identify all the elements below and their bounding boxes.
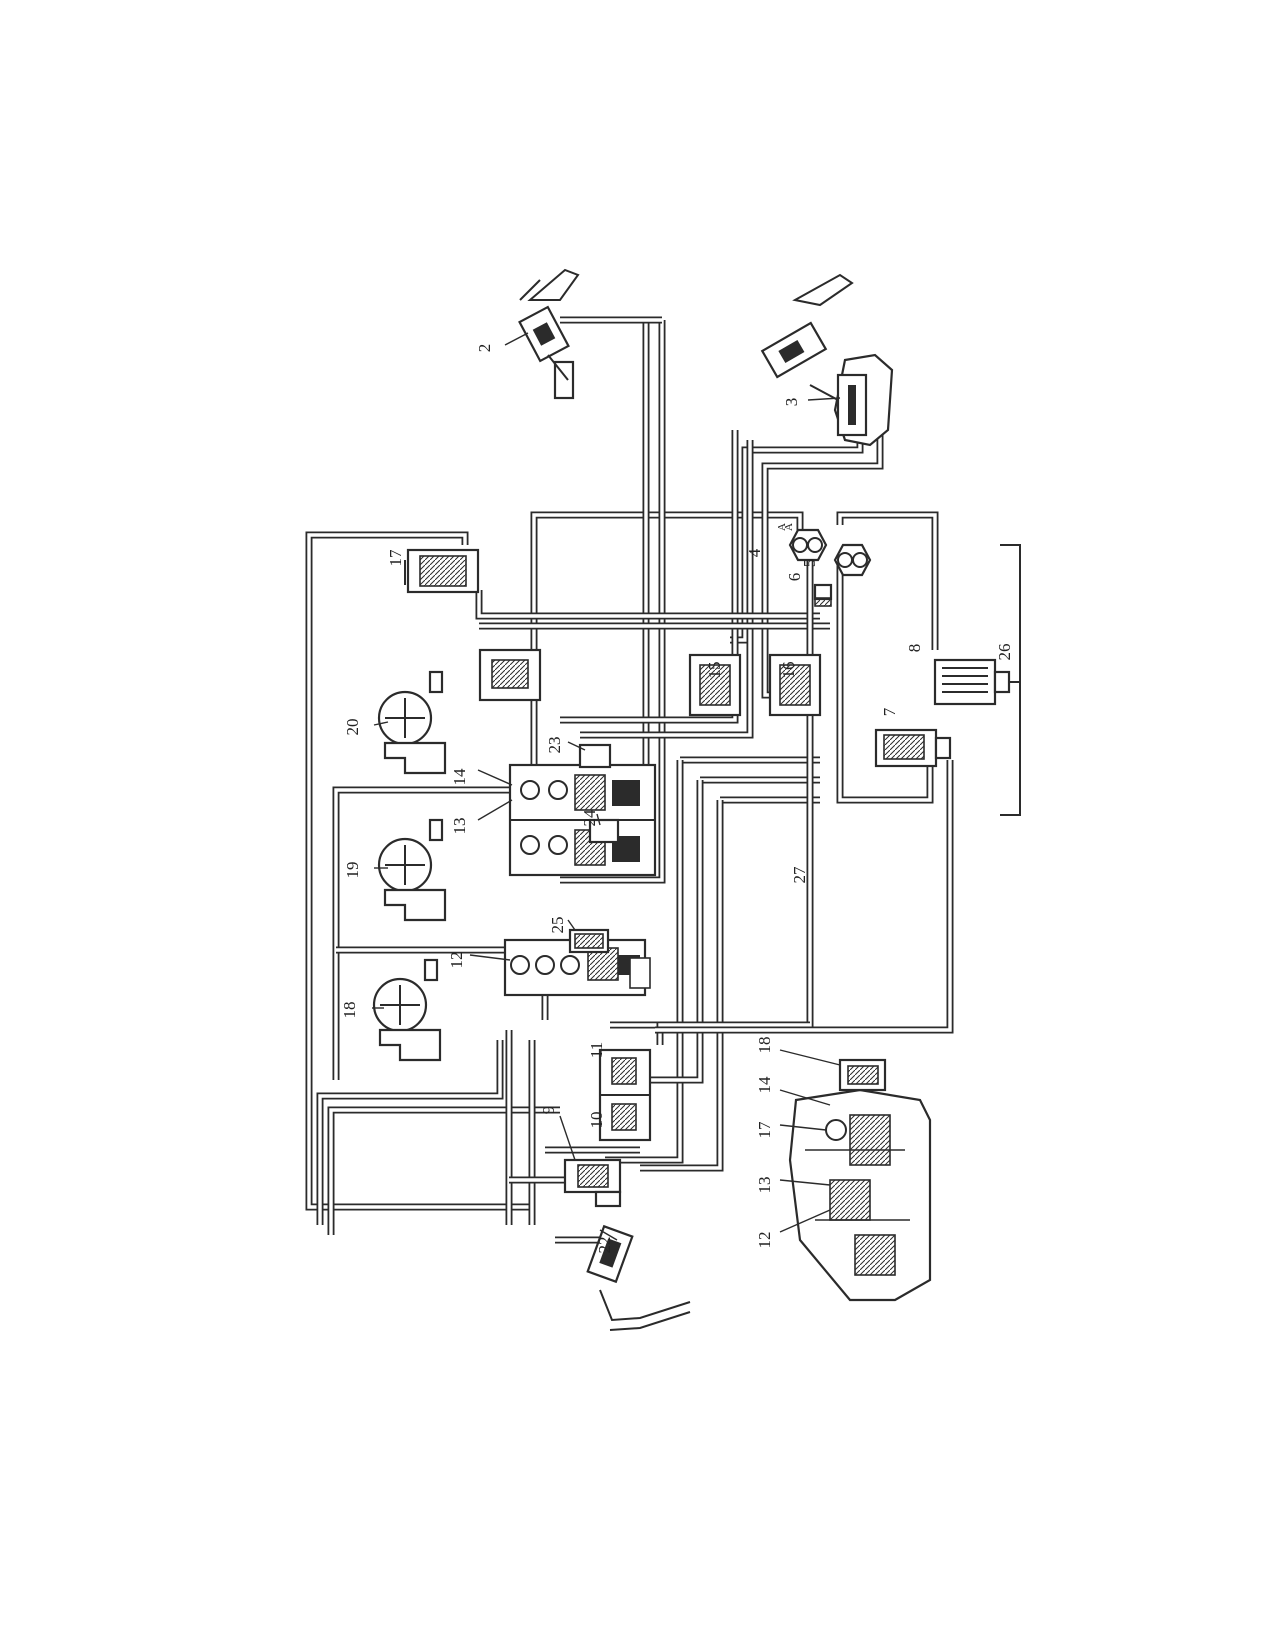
callout-8: 8 — [905, 644, 924, 653]
callout-25: 25 — [548, 917, 567, 934]
valve-9 — [563, 1158, 622, 1208]
leader-line-20 — [373, 721, 389, 726]
pedal-valve-23 — [586, 1224, 691, 1331]
callout-7: 7 — [880, 707, 899, 716]
callout-11: 11 — [587, 1042, 606, 1058]
leader-line-3 — [807, 397, 841, 401]
valve-8 — [933, 658, 1011, 706]
callout-18: 18 — [340, 1002, 359, 1019]
tank-27 — [1000, 544, 1021, 816]
inset-callout-12: 12 — [755, 1232, 774, 1249]
inset-leader-line-13 — [779, 1179, 831, 1186]
leader-line-22 — [599, 1229, 618, 1241]
callout-28: 28 — [0, 0, 4, 9]
inset-callout-14: 14 — [755, 1076, 774, 1094]
label-box-22 — [629, 957, 651, 989]
leader-line-12 — [469, 954, 511, 961]
callout-27: 27 — [790, 866, 809, 884]
pipe-bore — [838, 560, 932, 802]
callout-13: 13 — [450, 818, 469, 835]
inset-leader-line-18 — [779, 1049, 841, 1066]
leader-line-9 — [559, 1115, 576, 1161]
leader-line-23 — [567, 741, 586, 751]
callout-24: 24 — [580, 809, 599, 827]
inset-callout-13: 13 — [755, 1177, 774, 1194]
callout-17: 17 — [386, 549, 405, 567]
callout-5: 5 — [800, 559, 819, 568]
inset-assembly — [788, 1058, 932, 1302]
relief-26 — [568, 928, 610, 954]
pipe-bore — [307, 533, 530, 1209]
pipe-bore — [329, 1108, 560, 1235]
pump-5 — [833, 543, 872, 577]
callout-3: 3 — [782, 398, 801, 407]
port-mark: A — [776, 523, 788, 531]
leader-line-25 — [567, 919, 576, 931]
actuator-21 — [377, 670, 447, 775]
pump-4 — [788, 528, 828, 562]
pipe-bore — [334, 788, 510, 1080]
callout-4: 4 — [745, 548, 764, 557]
callout-9: 9 — [539, 1106, 558, 1115]
leader-line-13 — [477, 799, 513, 821]
pipe-bore — [658, 1023, 810, 1045]
pipe-bore — [605, 760, 682, 1162]
inset-callout-18: 18 — [755, 1037, 774, 1054]
pipe-bore — [655, 760, 952, 1032]
pipe — [316, 1040, 504, 1225]
leader-line-2 — [504, 332, 529, 346]
pipe-bore — [560, 320, 664, 882]
callout-20: 20 — [343, 719, 362, 736]
inset-leader-line-14 — [779, 1089, 831, 1106]
cylinder-18 — [404, 548, 480, 594]
callout-23: 23 — [545, 737, 564, 754]
pipe — [327, 1106, 560, 1235]
leader-line-24 — [596, 813, 601, 826]
pipe-bore — [580, 440, 752, 737]
pipe-bore — [318, 1040, 502, 1225]
callout-16: 16 — [779, 662, 798, 679]
pipe-bore — [838, 513, 937, 650]
callout-15: 15 — [705, 662, 724, 679]
callout-12: 12 — [447, 952, 466, 969]
callout-26: 26 — [995, 644, 1014, 661]
valve-25 — [588, 818, 620, 844]
callout-14: 14 — [450, 768, 469, 786]
callout-6: 6 — [785, 573, 804, 582]
inset-leader-line-12 — [779, 1209, 831, 1233]
valve-7 — [874, 728, 952, 768]
valve-block-10-11 — [598, 1048, 652, 1142]
valve-24 — [578, 743, 612, 769]
actuator-19 — [372, 958, 442, 1062]
callout-2: 2 — [475, 344, 494, 353]
pipe — [836, 511, 939, 650]
callout-19: 19 — [343, 862, 362, 879]
cylinder-16 — [768, 653, 822, 717]
callout-10: 10 — [587, 1112, 606, 1129]
actuator-20 — [377, 818, 447, 922]
brake-valve-2 — [518, 268, 580, 400]
port-mark: A — [783, 523, 795, 531]
callout-22: 22 — [595, 1237, 614, 1254]
pipe-bore — [640, 800, 722, 1170]
valve-6 — [813, 583, 833, 607]
leader-line-14 — [477, 769, 513, 786]
unit-17 — [478, 648, 542, 702]
inset-leader-line-17 — [779, 1124, 827, 1131]
cylinder-15 — [688, 653, 742, 717]
inset-callout-17: 17 — [755, 1121, 774, 1139]
pipe-bore — [560, 430, 737, 722]
brake-valve-3 — [760, 273, 894, 447]
pipe-bore — [477, 590, 820, 618]
